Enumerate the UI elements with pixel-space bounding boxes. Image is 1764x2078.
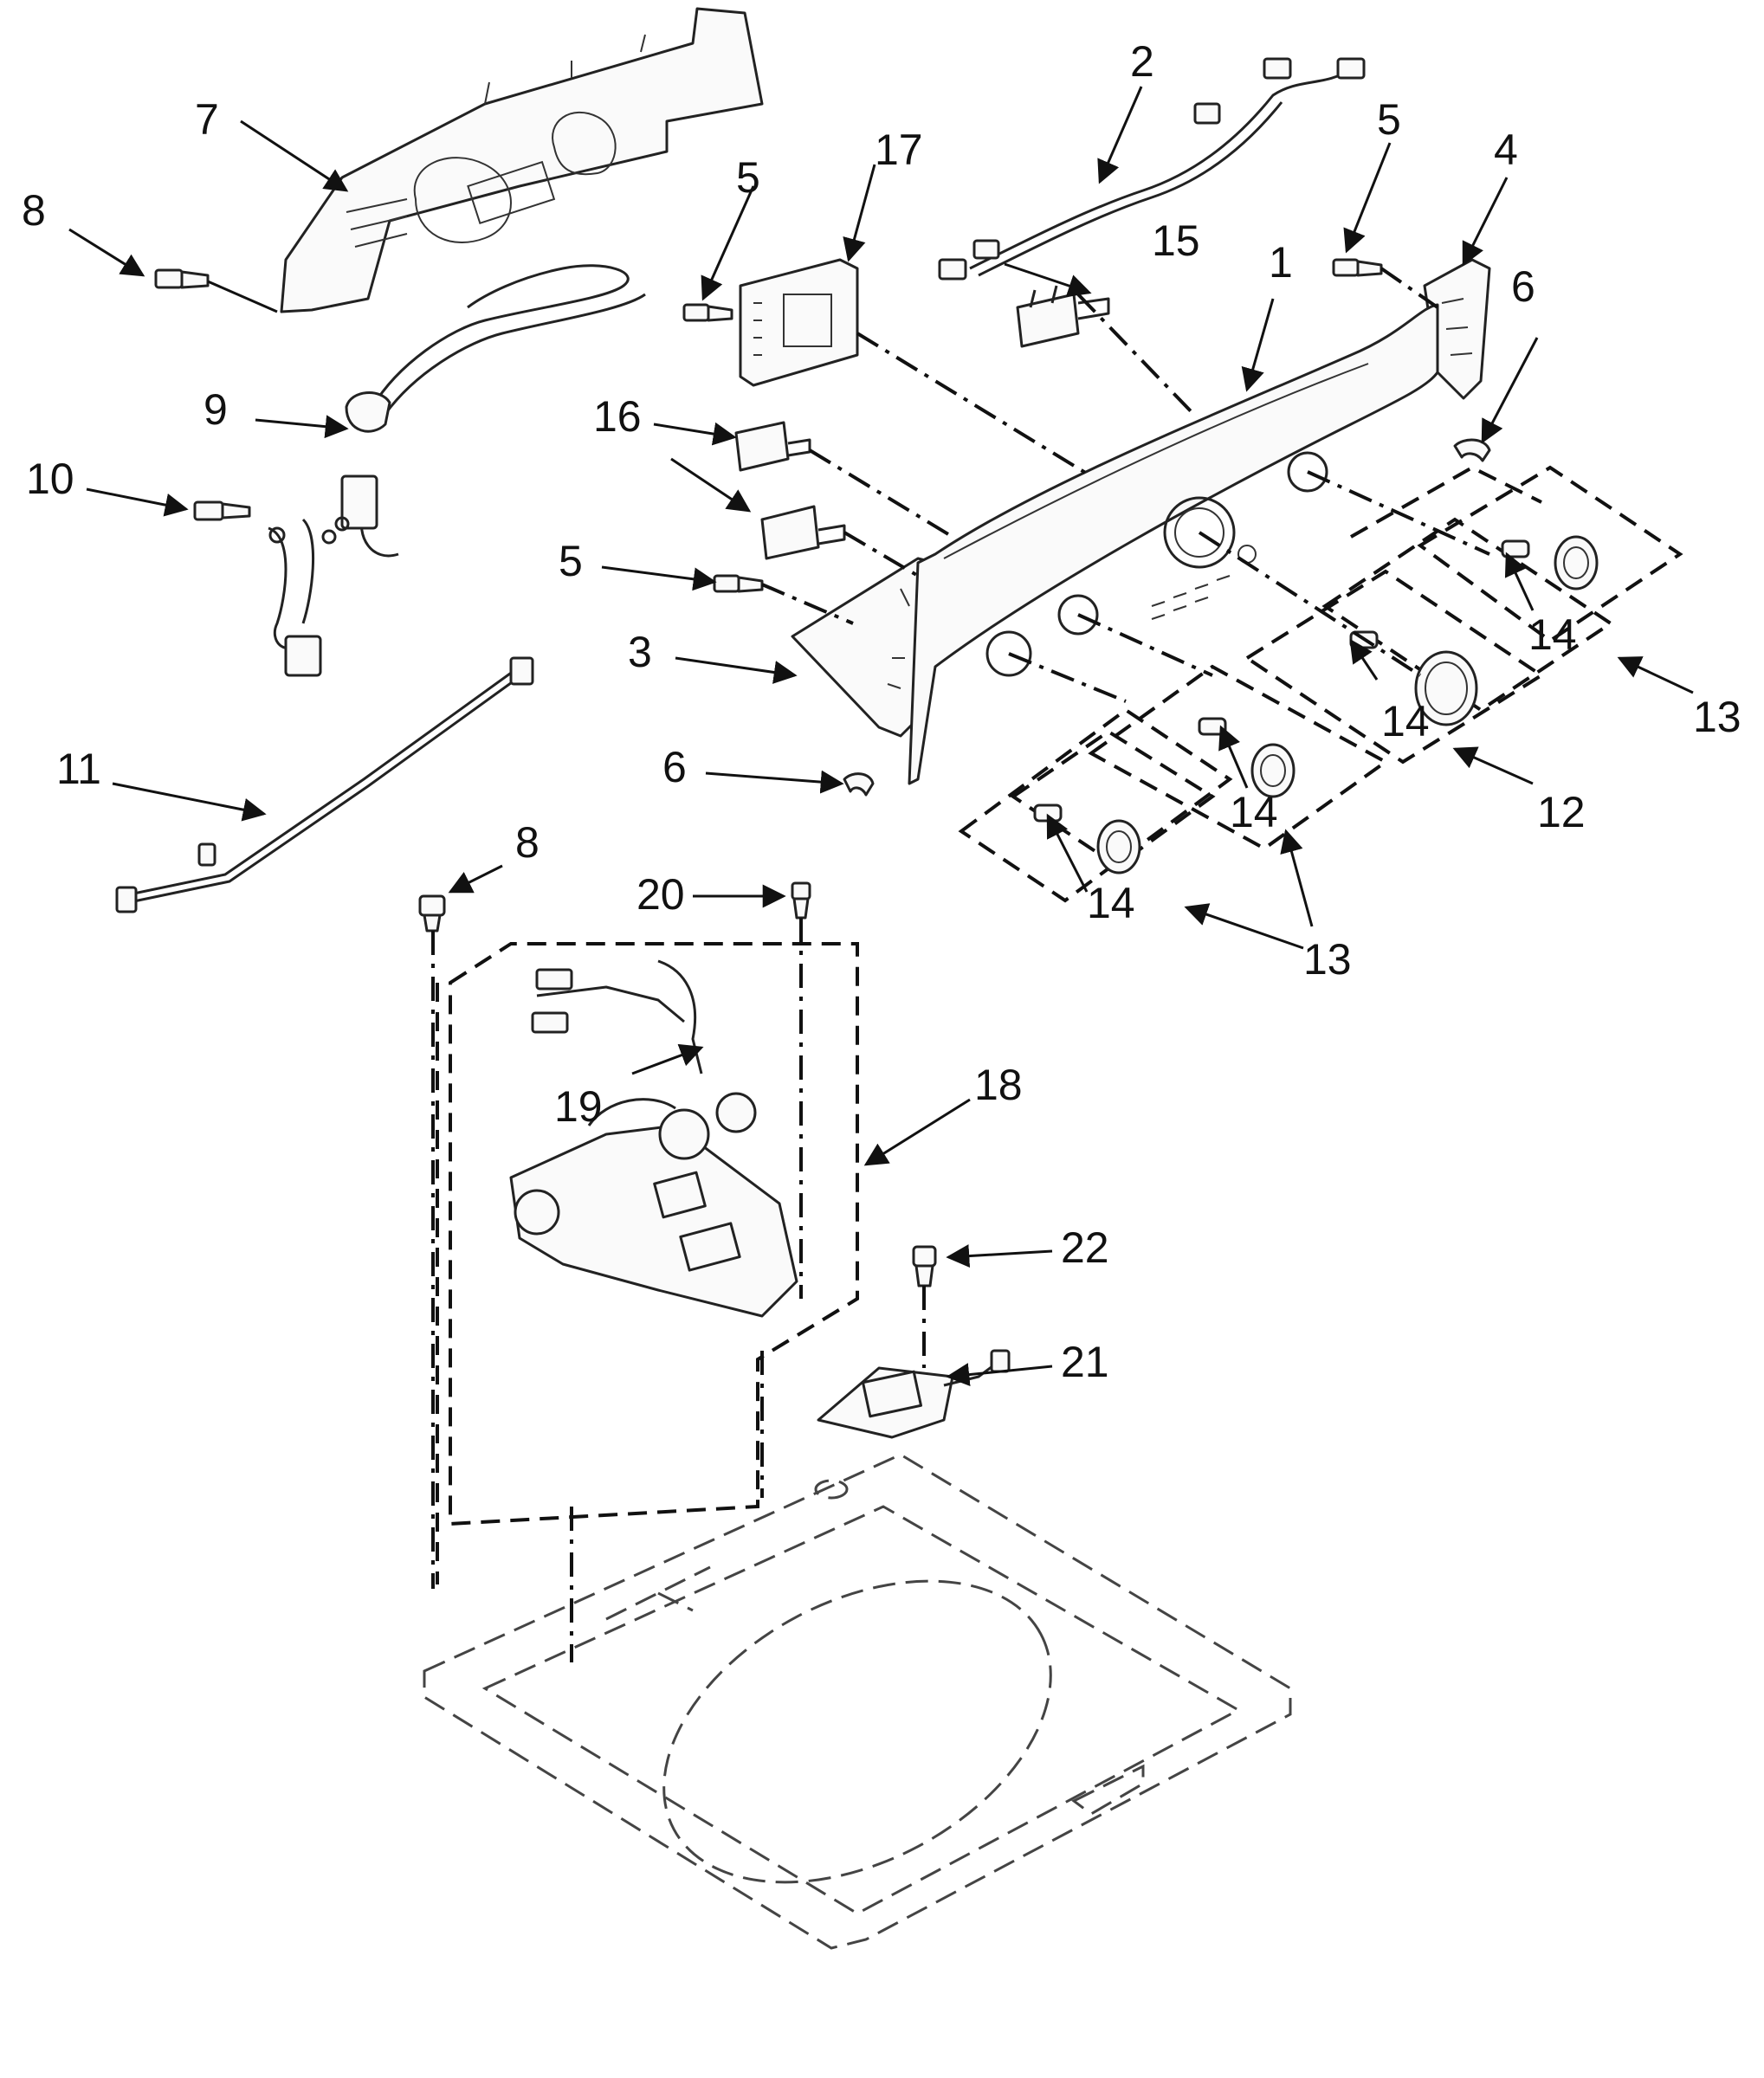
wire-harness-upper [938, 57, 1366, 281]
callout-6-left: 6 [662, 743, 687, 791]
callout-17: 17 [875, 126, 923, 174]
screw-5-middle [713, 574, 764, 593]
callout-14-d: 14 [1087, 879, 1135, 927]
callout-7: 7 [195, 95, 219, 144]
wire-harness-long [115, 656, 534, 913]
callout-10: 10 [26, 455, 74, 503]
screw-22 [912, 1245, 937, 1368]
pressure-switch [817, 1349, 1011, 1439]
switches-16 [734, 421, 846, 560]
callout-20: 20 [636, 870, 685, 919]
water-valve-assembly [509, 959, 798, 1318]
callout-6-right: 6 [1511, 262, 1535, 311]
callout-22: 22 [1061, 1223, 1109, 1272]
callout-13-right: 13 [1693, 693, 1741, 741]
callout-21: 21 [1061, 1338, 1109, 1386]
callout-11: 11 [56, 745, 101, 793]
callout-8-lower: 8 [515, 818, 540, 867]
screw-8-lower [418, 894, 446, 933]
clip-6-left [843, 772, 875, 797]
control-board [682, 258, 859, 387]
callout-8-upper: 8 [22, 186, 46, 235]
knob-14-a [1033, 803, 1141, 874]
valve-module-box [436, 942, 859, 1584]
callout-13-lower: 13 [1303, 935, 1352, 984]
callout-1: 1 [1269, 238, 1293, 287]
power-cord [340, 264, 646, 558]
callout-16: 16 [593, 392, 642, 441]
callout-14-c: 14 [1230, 788, 1278, 836]
top-deck [423, 1453, 1292, 1950]
callout-19: 19 [554, 1082, 603, 1131]
callout-9: 9 [204, 385, 228, 434]
callout-14-a: 14 [1528, 610, 1577, 659]
switch-15 [1016, 285, 1110, 348]
callout-3: 3 [628, 628, 652, 676]
knob-group-boxes [958, 465, 1683, 903]
callout-15: 15 [1152, 216, 1200, 265]
callout-2: 2 [1130, 37, 1154, 86]
screw-5-right [1332, 258, 1383, 277]
clip-6-right [1453, 438, 1491, 462]
callout-14-b: 14 [1381, 697, 1430, 745]
callout-18: 18 [974, 1061, 1023, 1109]
module-leader-lines [431, 918, 803, 1662]
rear-panel-housing [280, 7, 764, 313]
ground-wire-assembly [193, 500, 350, 677]
screw-20 [791, 881, 811, 920]
screw-8-upper [154, 268, 278, 313]
callout-labels: 1 2 3 4 5 5 5 6 6 7 8 8 9 10 11 12 13 13… [22, 37, 1741, 1386]
leader-arrows [68, 86, 1694, 1387]
callout-5-top-left: 5 [736, 153, 760, 202]
callout-5-top-right: 5 [1377, 95, 1401, 144]
callout-4: 4 [1494, 126, 1518, 174]
callout-5-middle: 5 [559, 537, 583, 585]
assembly-lines [761, 267, 1490, 703]
callout-12: 12 [1537, 788, 1586, 836]
knob-14-b [1198, 717, 1296, 798]
console-body [908, 303, 1439, 785]
